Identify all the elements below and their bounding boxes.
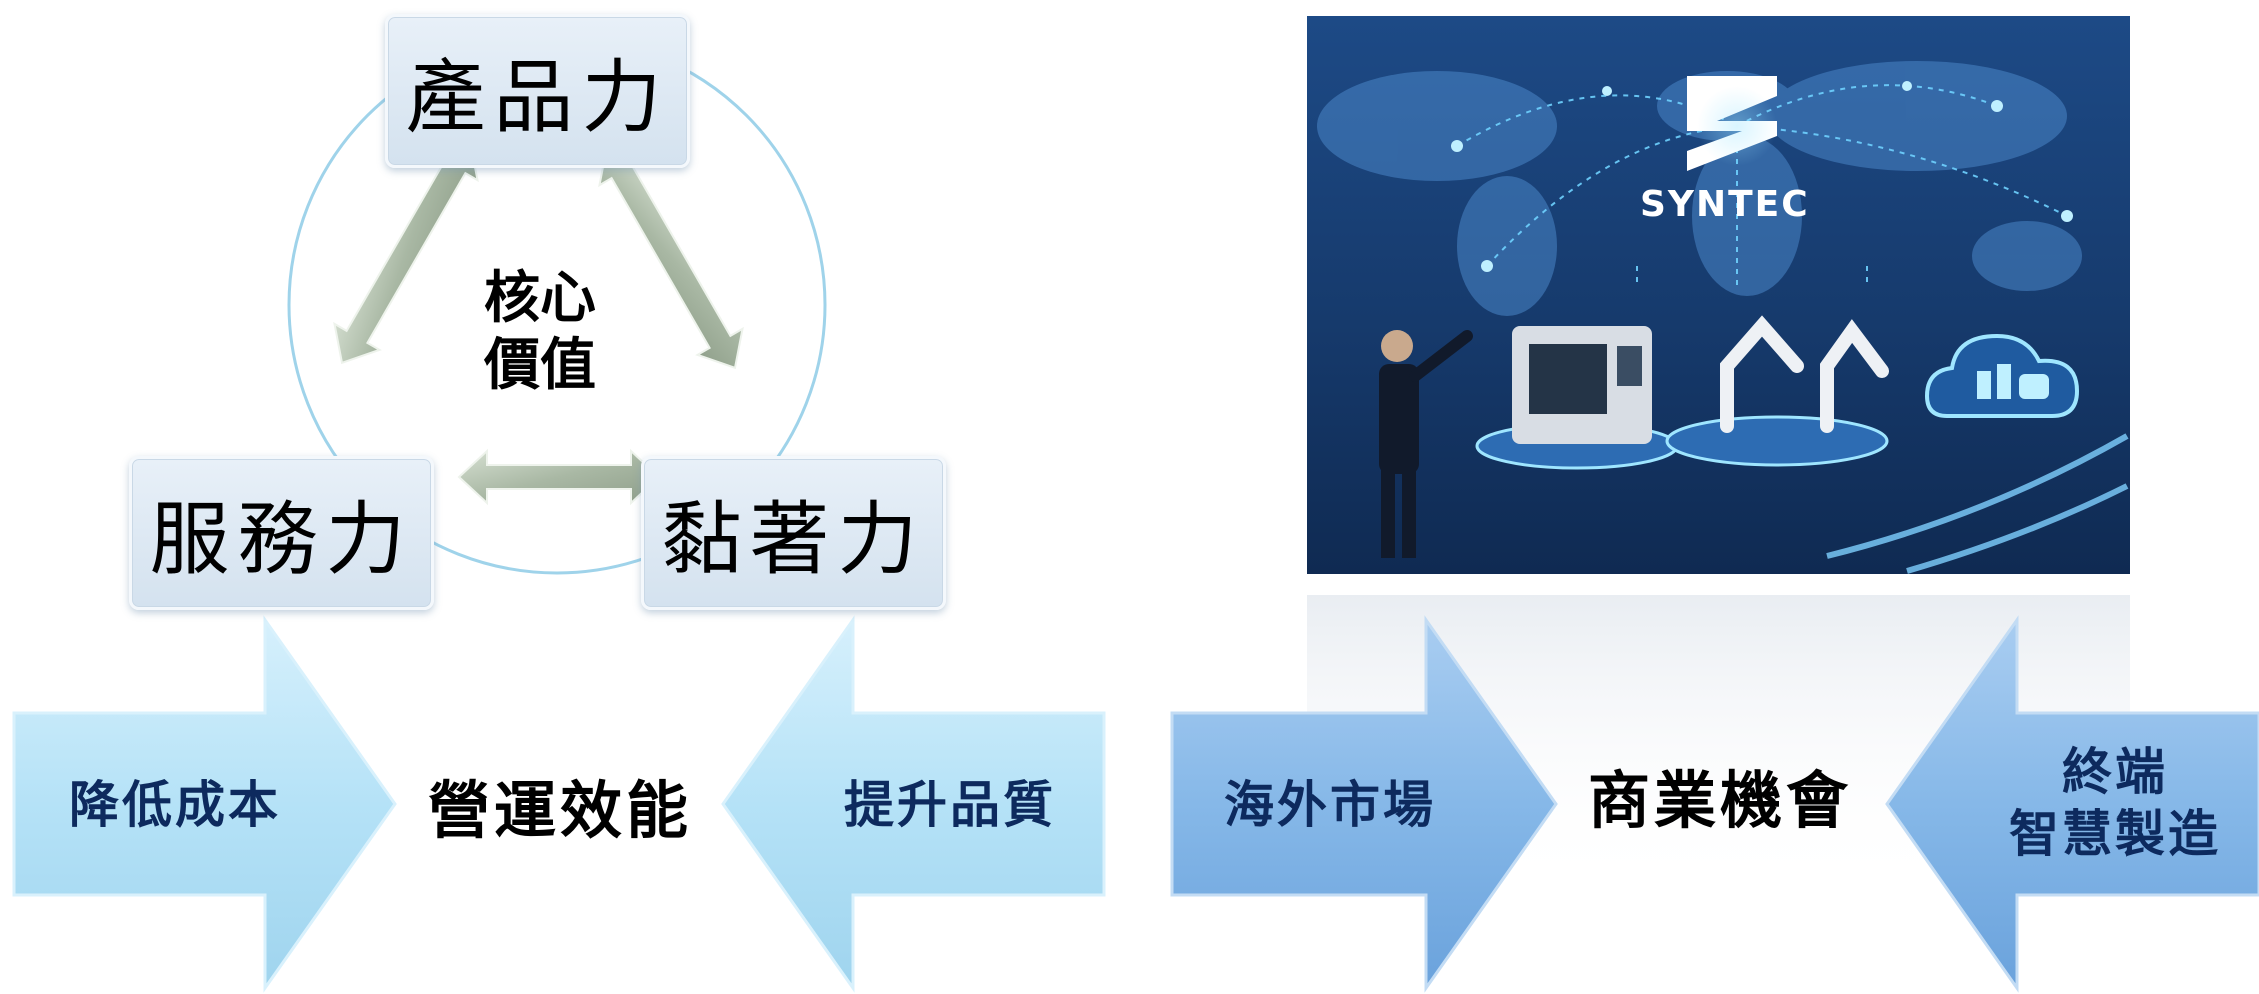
core-value-label: 核心 價值 xyxy=(484,264,596,398)
platform-2 xyxy=(1665,415,1889,467)
arrow-left-quality xyxy=(721,615,1106,993)
photo-illustration xyxy=(1307,16,2130,574)
box-product-power: 產品力 xyxy=(385,14,690,168)
person-figure xyxy=(1379,330,1473,558)
box-stickiness-power: 黏著力 xyxy=(641,456,946,610)
cloud-icon xyxy=(1924,333,2080,418)
syntec-photo: SYNTEC xyxy=(1307,16,2130,574)
double-arrow-bottom xyxy=(457,448,661,506)
business-opportunity-label: 商業機會 xyxy=(1587,764,1852,837)
arrow-left-smart xyxy=(1885,615,2259,993)
network-nodes xyxy=(1451,81,2073,272)
arrow-smart-manufacturing-label: 終端 智慧製造 xyxy=(2009,741,2221,864)
box-product-power-label: 產品力 xyxy=(405,51,670,144)
cnc-machine xyxy=(1512,326,1652,444)
arrow-right-cost xyxy=(12,615,397,993)
arrow-quality-label: 提升品質 xyxy=(844,774,1056,834)
box-stickiness-power-label: 黏著力 xyxy=(661,493,926,586)
arrow-right-overseas xyxy=(1170,615,1558,993)
syntec-logo-text: SYNTEC xyxy=(1640,184,1810,225)
light-streaks xyxy=(1826,433,2129,574)
box-service-power: 服務力 xyxy=(129,456,434,610)
arrow-cost-label: 降低成本 xyxy=(69,774,281,834)
robot-arms xyxy=(1720,315,1889,433)
operational-efficiency-label: 營運效能 xyxy=(427,774,692,847)
box-service-power-label: 服務力 xyxy=(149,493,414,586)
arrow-overseas-label: 海外市場 xyxy=(1224,774,1436,834)
